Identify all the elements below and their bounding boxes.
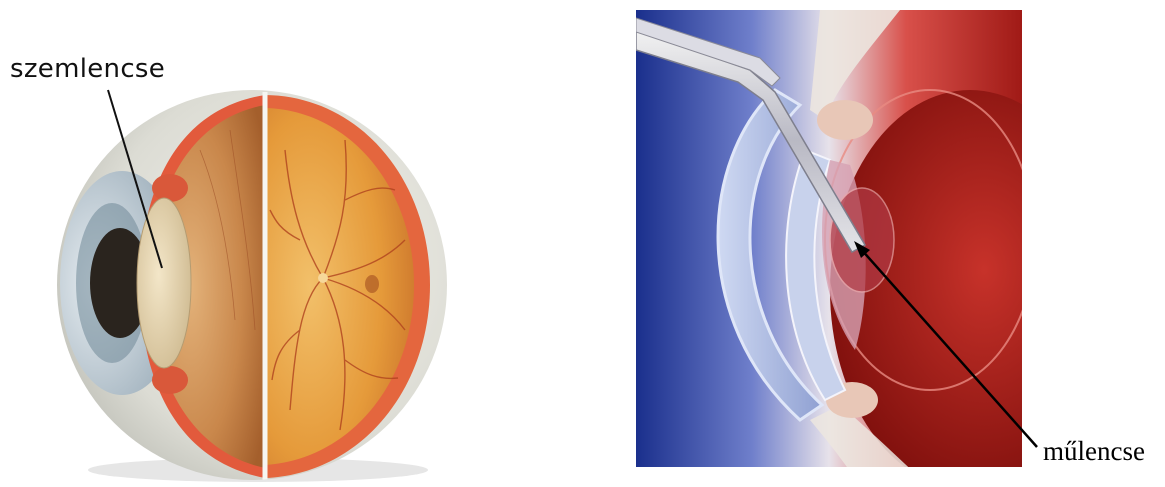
- ciliary-body-bottom: [152, 366, 188, 394]
- optic-disc: [318, 273, 328, 283]
- iris-top: [817, 100, 873, 140]
- macula: [365, 275, 379, 293]
- szemlencse-label: szemlencse: [10, 54, 165, 84]
- eye-cross-section-figure: szemlencse: [0, 0, 480, 487]
- ciliary-body-top: [152, 174, 188, 202]
- lens-implant-illustration: [600, 0, 1165, 487]
- lens-implant-figure: műlencse: [600, 0, 1165, 487]
- lens: [137, 198, 191, 368]
- mulencse-label: műlencse: [1043, 436, 1145, 467]
